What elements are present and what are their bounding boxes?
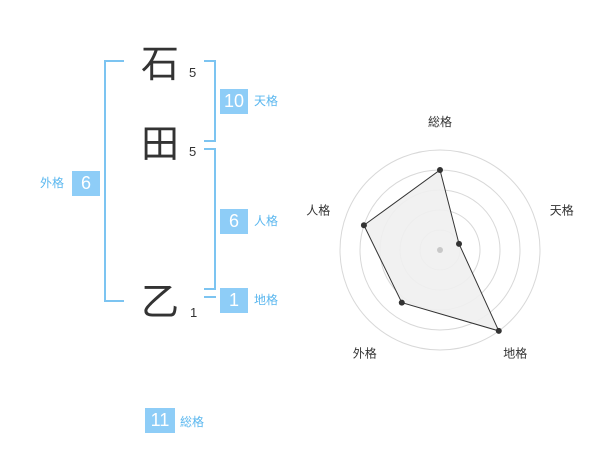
radar-axis-label: 総格	[428, 114, 452, 129]
chikaku-connector	[204, 296, 216, 298]
radar-axis-label: 天格	[550, 202, 574, 217]
radar-ring	[339, 149, 541, 351]
radar-point	[360, 222, 367, 229]
stroke-count-3: 1	[190, 305, 198, 320]
stroke-count-2: 5	[189, 144, 197, 159]
radar-point	[398, 299, 405, 306]
tenkaku-bracket	[204, 60, 216, 142]
radar-axis-label: 地格	[503, 346, 527, 361]
gaikaku-label: 外格	[40, 176, 65, 190]
radar-axis-label: 人格	[306, 202, 330, 217]
jinkaku-label: 人格	[254, 214, 279, 228]
jinkaku-bracket	[204, 148, 216, 290]
gaikaku-value-badge: 6	[72, 171, 100, 196]
radar-area	[363, 169, 500, 332]
soukaku-value-badge: 11	[145, 408, 175, 433]
tenkaku-value-badge: 10	[220, 89, 248, 114]
chikaku-label: 地格	[254, 293, 279, 307]
radar-center	[437, 247, 443, 253]
name-char-2: 田	[141, 122, 180, 166]
tenkaku-label: 天格	[254, 94, 279, 108]
name-char-1: 石	[141, 42, 180, 86]
chikaku-value-badge: 1	[220, 288, 248, 313]
stroke-count-1: 5	[189, 65, 197, 80]
radar-point	[456, 240, 463, 247]
jinkaku-value-badge: 6	[220, 209, 248, 234]
radar-point	[495, 327, 502, 334]
soukaku-label: 総格	[180, 415, 205, 429]
name-char-3: 乙	[141, 280, 180, 324]
radar-point	[437, 167, 443, 173]
radar-axis-label: 外格	[353, 346, 377, 361]
gaikaku-bracket	[104, 60, 124, 302]
